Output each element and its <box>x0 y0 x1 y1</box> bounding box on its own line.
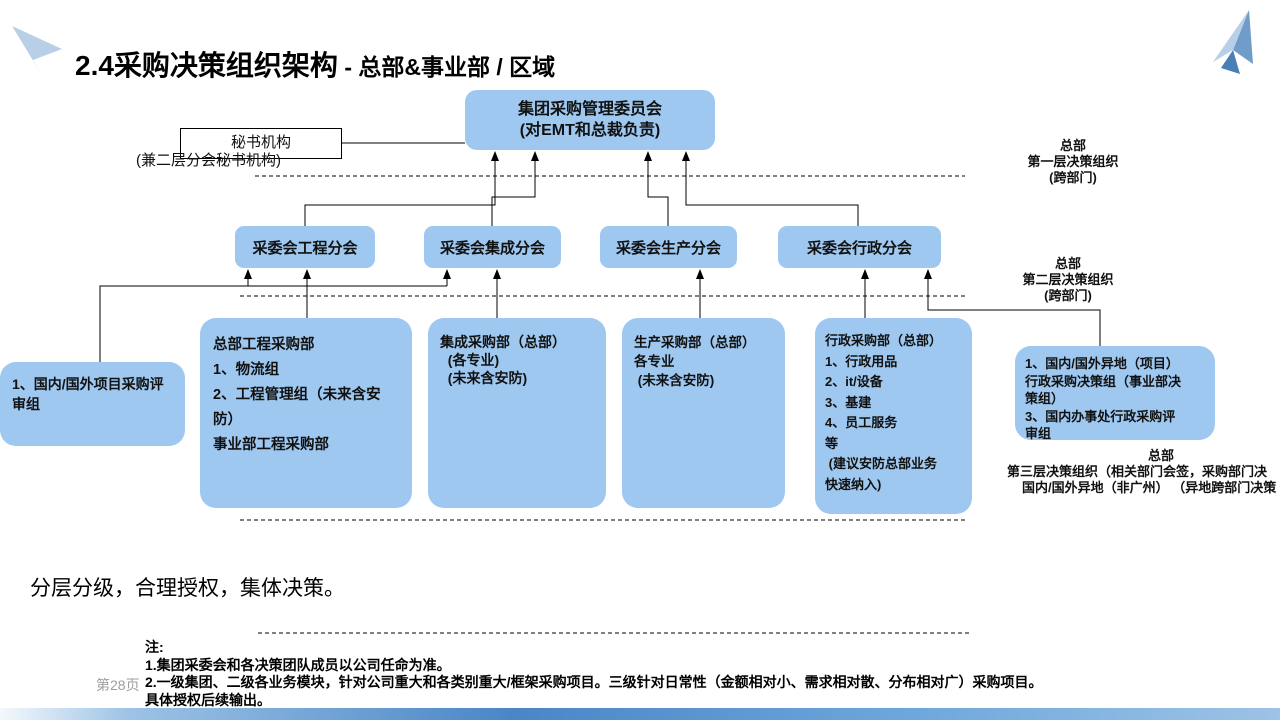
summary-motto: 分层分级，合理授权，集体决策。 <box>30 577 345 600</box>
org-box-line: 集团采购管理委员会 <box>517 101 662 118</box>
org-box-engineering-subcommittee: 采委会工程分会 <box>235 226 375 268</box>
level3-label-line: 国内/国外异地（非广州） （异地跨部门决策 <box>1022 480 1277 495</box>
org-box-line: 2、工程管理组（未来含安 <box>213 387 381 403</box>
secretary-box: 秘书机构 <box>180 128 342 159</box>
page-title: 2.4采购决策组织架构 - 总部&事业部 / 区域 <box>75 44 555 84</box>
org-box-line: 1、国内/国外项目采购评审组 <box>12 376 164 412</box>
level2-label-line: 总部 <box>1054 256 1081 271</box>
note-item: 2.一级集团、二级各业务模块，针对公司重大和各类别重大/框架采购项目。三级针对日… <box>145 674 1043 690</box>
org-box-line: 总部工程采购部 <box>213 337 315 353</box>
org-box-remote-admin-decision-group: 1、国内/国外异地（项目） 行政采购决策组（事业部决 策组） 3、国内办事处行政… <box>1015 346 1215 441</box>
org-box-admin-subcommittee: 采委会行政分会 <box>778 226 941 268</box>
level1-label-line: 第一层决策组织 <box>1027 154 1119 169</box>
org-box-line: 3、基建 <box>825 394 872 410</box>
org-box-line: 各专业 <box>634 354 675 369</box>
org-box-line: (各专业) <box>440 352 500 368</box>
org-box-line: 事业部工程采购部 <box>213 437 329 453</box>
org-box-line: (未来含安防) <box>634 373 715 388</box>
level2-label-line: (跨部门) <box>1044 288 1092 303</box>
level2-label-line: 第二层决策组织 <box>1022 272 1114 287</box>
org-box-integration-subcommittee: 采委会集成分会 <box>424 226 561 268</box>
org-box-production-subcommittee: 采委会生产分会 <box>600 226 737 268</box>
bottom-accent-bar <box>0 708 1280 720</box>
org-box-line: 行政采购决策组（事业部决 <box>1025 373 1182 389</box>
secretary-sub-label: (兼二层分会秘书机构) <box>136 152 281 169</box>
note-item: 具体授权后续输出。 <box>145 691 271 708</box>
org-box-project-review-group: 1、国内/国外项目采购评审组 <box>0 362 185 446</box>
title-suffix: - 总部&事业部 / 区域 <box>337 54 556 80</box>
org-box-line: 4、员工服务 <box>825 415 898 430</box>
paper-plane-icon <box>1203 10 1257 79</box>
note-item: 1.集团采委会和各决策团队成员以公司任命为准。 <box>145 656 451 673</box>
notes-heading: 注: <box>145 639 164 655</box>
org-box-line: 集成采购部（总部） <box>440 334 566 350</box>
level3-label-line: 第三层决策组织（相关部门会签，采购部门决 <box>1007 464 1268 479</box>
org-box-line: 1、国内/国外异地（项目） <box>1025 356 1179 371</box>
org-box-line: 生产采购部（总部） <box>634 335 756 350</box>
level1-label: 总部 第一层决策组织 (跨部门) <box>993 138 1153 186</box>
org-box-line: 2、it/设备 <box>825 374 883 389</box>
org-box-line: 1、物流组 <box>213 362 280 378</box>
level3-label-line: 总部 <box>1148 448 1175 463</box>
org-box-integration-procurement: 集成采购部（总部） (各专业) (未来含安防) <box>428 318 606 508</box>
org-box-group-procurement-committee: 集团采购管理委员会 (对EMT和总裁负责) <box>465 90 715 150</box>
org-box-line: (对EMT和总裁负责) <box>519 122 661 139</box>
paper-plane-icon <box>10 26 68 81</box>
level1-label-line: (跨部门) <box>1049 170 1097 185</box>
org-box-hq-engineering-procurement: 总部工程采购部 1、物流组 2、工程管理组（未来含安 防） 事业部工程采购部 <box>200 318 412 508</box>
page-number-watermark: 第28页 <box>96 677 140 693</box>
org-box-line: 防） <box>213 412 242 428</box>
org-box-line: 3、国内办事处行政采购评 <box>1025 408 1176 424</box>
org-box-line: 快速纳入) <box>825 476 882 492</box>
title-main: 2.4采购决策组织架构 <box>75 50 338 81</box>
level2-label: 总部 第二层决策组织 (跨部门) <box>988 256 1148 304</box>
org-box-admin-procurement: 行政采购部（总部） 1、行政用品 2、it/设备 3、基建 4、员工服务 等 (… <box>815 318 972 514</box>
org-box-production-procurement: 生产采购部（总部） 各专业 (未来含安防) <box>622 318 785 508</box>
org-box-line: (建议安防总部业务 <box>825 456 937 471</box>
org-box-line: (未来含安防) <box>440 370 528 386</box>
org-box-line: 等 <box>825 435 839 451</box>
org-box-line: 审组 <box>1025 426 1052 441</box>
level1-label-line: 总部 <box>1059 138 1086 153</box>
org-box-line: 1、行政用品 <box>825 353 898 369</box>
org-box-line: 策组） <box>1025 391 1065 406</box>
org-box-line: 行政采购部（总部） <box>825 333 943 348</box>
notes-block: 注: 1.集团采委会和各决策团队成员以公司任命为准。 2.一级集团、二级各业务模… <box>145 639 1043 709</box>
